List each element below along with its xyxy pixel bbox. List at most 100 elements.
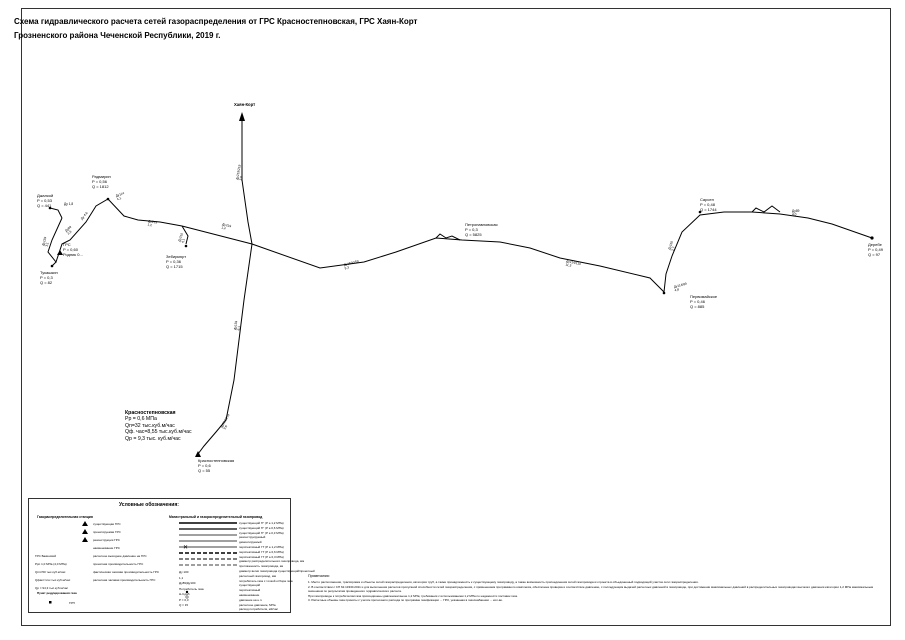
legend-left-item: проектная производительность ГРС [93,562,144,566]
pipe-label-p12: Ду159/1599,3 [343,259,360,270]
legend-right-item: диаметр распределительного газопровода, … [239,559,305,564]
label-sarsen-q: Q = 1744 [700,207,717,212]
notes-block: Примечания: 1. Место расположения, трасс… [308,574,878,602]
pipe-label-p4: Ду 1,8 [64,202,73,206]
label-pervom-p: P = 0,46 [690,299,706,304]
pipe-label-p11: Ду219/2199,6 [219,413,233,430]
legend-right-item: перспективный ГГ (Р ≤ 0,6 МПа) [239,549,284,554]
legend-right-item: реконструируемый [239,535,266,540]
label-tukashkin-p: P = 0,3 [40,275,53,280]
label-dzhalka-p: P = 0,53 [37,198,53,203]
label-radmirin-q: Q = 1812 [92,184,109,189]
legend-right-item: потребитель газа с точкой отбора газа [239,578,293,583]
legend-left-item: фактическая часовая производительность Г… [93,570,160,574]
node-dzhalka [48,206,52,210]
label-krasn-q: Q = 55 [198,468,211,473]
pipe-zebir-spur [181,225,189,245]
grs-summary-name: Красностепновская [125,410,176,416]
grs-triangle-icon [57,250,63,255]
legend-right-item: перспективный ГГ (Р ≤ 1,2 МПа) [239,545,284,549]
legend-grs-proposed-icon [82,529,88,534]
legend-left-label: ГРС Бакинский [35,554,57,558]
label-tukashkin-name: Тукашкин [40,270,58,275]
legend-bottom-item: ГРП [69,601,75,605]
label-pervom-q: Q = 885 [690,304,705,309]
legend-grs-reconstruct-icon [82,537,88,542]
label-dzhalka-q: Q = 441 [37,203,52,208]
pipe-label-p7: Ду2194,1 [177,232,187,243]
legend-right-label: P = 0,3 [179,597,189,602]
pipe-left-loop [47,198,183,264]
legend-left-label: Ррп 1,0 МПа (4,0 МПа) [35,562,67,566]
note-item: 1. Место расположения, трассировка и объ… [308,580,699,585]
legend-right-label: Н-Сдаб [179,592,190,596]
legend-right-item: расчетное давление, МПа [239,602,276,607]
node-tukashkin [50,264,54,268]
legend-right-label: Ду89/Ду100 [179,581,196,585]
drawing-sheet [21,8,891,626]
legend-right-label: 1,1 [179,575,184,580]
grs-summary-line4: Qр = 9,3 тыс. куб.м/час [125,435,181,442]
legend-right-heading: Магистральный и газораспределительный га… [169,515,263,519]
label-krasn-name: Красностепновская [198,458,234,463]
node-sarsen [698,210,702,214]
legend-grp-icon [49,601,52,604]
legend-consumer-proposed-icon [185,595,189,599]
node-pervom [662,291,666,295]
grs-summary-line3: Qф. час=8,55 тыс.куб.м/час [125,429,192,436]
legend-left-item: существующая ГРС [93,522,121,526]
legend-right-item: перспективный ГГ (Р ≤ 0,3 МПа) [239,554,284,559]
label-dzhalka-name: Джалкой [37,193,53,198]
label-sarsen-p: P = 0,48 [700,202,716,207]
label-radmirin-p: P = 0,56 [92,179,108,184]
node-zebir [184,244,188,248]
pipe-main-east [181,211,873,294]
label-zebir-name: Зебиркюрт [166,254,186,259]
legend-right-item: протяженность газопровода, км [239,564,284,569]
pipe-petrop-bumps [435,233,461,241]
pipe-label-p1: Ду1593,1 [41,236,51,247]
legend-grs-existing-icon [82,521,88,526]
legend-left-item: наименование ГРС [93,546,120,550]
label-zebir-p: P = 0,36 [166,259,182,264]
pipe-label-p3: Ду 4,6 [80,211,89,221]
note-item: 2. В соответствии с СП 62.13330.2011 и д… [308,584,874,594]
pipe-label-p13: Ду114/11411,3 [565,259,581,270]
legend-left-label: Qфакт=ххх тыс.куб.м/час [35,578,71,582]
legend-left-item: проектируемая ГРС [93,530,121,534]
legend-symbols: ✕ [49,521,237,604]
legend-panel: Условные обозначения: Газораспределитель… [28,498,315,613]
legend-left-item: расчетная часовая производительность ГРС [93,578,156,582]
grs-summary-line2: Qп=32 тыс.куб.м/час [125,422,175,429]
label-dereb-p: P = 0,49 [868,247,884,252]
pipe-label-p2: Ду892,6 [64,225,75,236]
notes-heading: Примечания: [308,574,330,578]
legend-left-label: Qр = 94,3 тыс.куб.м/час [35,586,69,590]
node-radmirin [106,197,110,201]
label-tukashkin-q: Q = 82 [40,280,53,285]
label-krasn-p: P = 0,6 [198,463,211,468]
pipe-label-p14: Ду1592,7 [667,240,677,251]
legend-right-item: существующий [239,583,261,588]
legend-right-item: существующий ГГ (Р ≤ 1,2 МПа) [239,521,284,525]
legend-right-item: демонтируемый [239,540,262,545]
legend-right-item: давление на н.п. [239,597,263,602]
legend-bottom-heading: Пункт редуцирования газа [37,591,77,595]
grs-summary-line1: Рр = 0,6 МПа [125,416,157,423]
label-radmirin-name: Радмирин [92,174,111,179]
legend-title: Условные обозначения: [119,502,179,508]
label-pervom-name: Первомайское [690,294,718,299]
pipe-label-p15: Ду114/894,8 [673,282,688,293]
pipe-label-p9: Ду219/2193,6 [235,164,245,181]
legend-consumer-existing-icon [185,590,189,594]
diagram-title-line2: Грозненского района Чеченской Республики… [14,31,221,40]
label-petrop-name: Петропавловская [465,222,498,227]
legend-left-label: Qпп=50 тыс.куб.м/час [35,570,66,574]
legend-right-item: расчетный газопровод, мм [239,573,276,578]
label-dereb-name: Деребе [868,242,883,247]
diagram-title-line1: Схема гидравлического расчета сетей газо… [14,17,418,26]
legend-right-item: перспективный [239,588,261,593]
label-grs-name: ГРС [63,242,71,247]
